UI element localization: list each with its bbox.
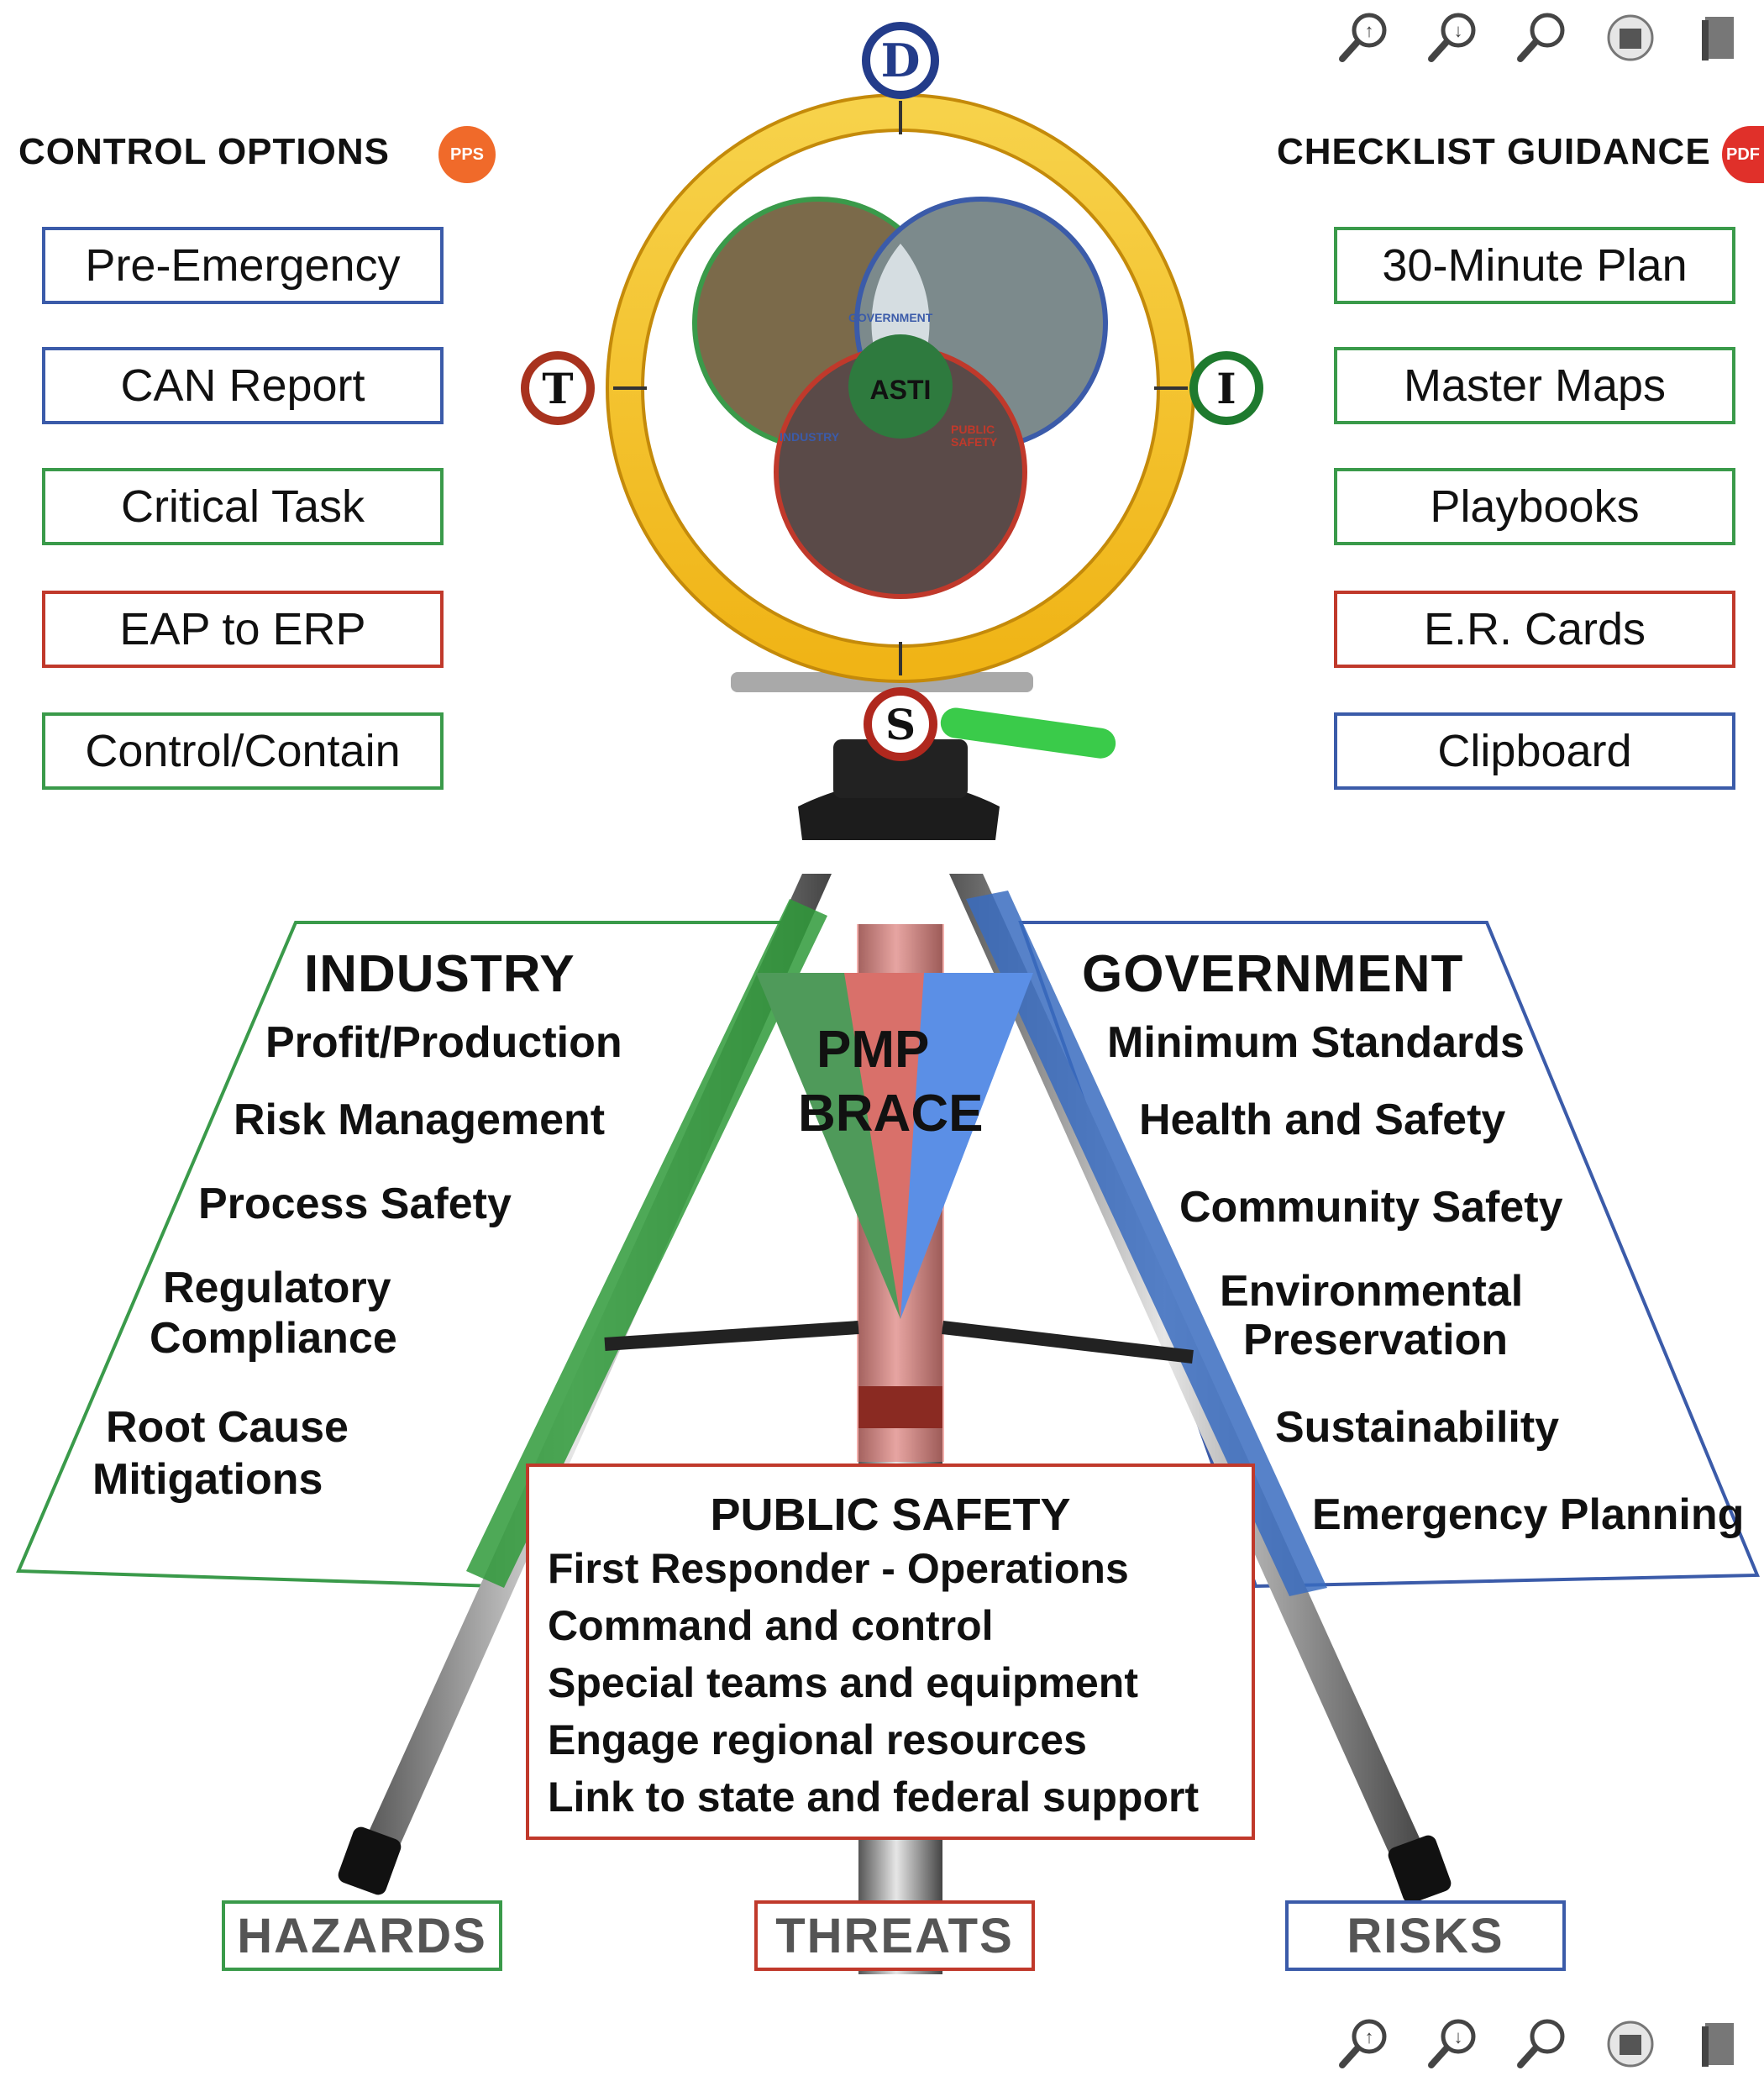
government-item-4: Environmental <box>1220 1267 1524 1316</box>
option-eap-to-erp[interactable]: EAP to ERP <box>42 591 444 668</box>
government-item-2: Health and Safety <box>1139 1096 1506 1144</box>
public-safety-line-2: Command and control <box>548 1602 994 1649</box>
pps-badge[interactable]: PPS <box>438 126 496 183</box>
public-safety-line-4: Engage regional resources <box>548 1716 1087 1763</box>
hazards-button[interactable]: HAZARDS <box>222 1900 502 1971</box>
pin-i[interactable]: I <box>1189 351 1263 425</box>
government-title: GOVERNMENT <box>1082 945 1464 1003</box>
industry-item-2: Risk Management <box>234 1096 606 1144</box>
zoom-in-icon[interactable]: ↑ <box>1336 10 1391 66</box>
government-item-1: Minimum Standards <box>1107 1018 1525 1067</box>
industry-item-6: Root Cause <box>106 1403 349 1452</box>
print-icon[interactable] <box>1603 2016 1658 2072</box>
threats-button[interactable]: THREATS <box>754 1900 1035 1971</box>
book-icon[interactable] <box>1692 10 1747 66</box>
pin-t[interactable]: T <box>521 351 595 425</box>
checklist-er-cards[interactable]: E.R. Cards <box>1334 591 1735 668</box>
public-safety-line-3: Special teams and equipment <box>548 1659 1138 1706</box>
government-item-7: Emergency Planning <box>1312 1490 1745 1539</box>
option-control-contain[interactable]: Control/Contain <box>42 712 444 790</box>
venn-industry-label: INDUSTRY <box>780 430 840 444</box>
venn-government-label: GOVERNMENT <box>848 311 933 324</box>
brace-label: BRACE <box>798 1085 984 1143</box>
checklist-master-maps[interactable]: Master Maps <box>1334 347 1735 424</box>
public-safety-title: PUBLIC SAFETY <box>710 1490 1071 1540</box>
government-item-6: Sustainability <box>1275 1403 1560 1452</box>
pin-t-label: T <box>542 363 574 413</box>
government-item-3: Community Safety <box>1179 1183 1563 1232</box>
svg-text:↓: ↓ <box>1454 2026 1463 2047</box>
checklist-30-minute-plan[interactable]: 30-Minute Plan <box>1334 227 1735 304</box>
svg-text:↓: ↓ <box>1454 20 1463 41</box>
industry-item-1: Profit/Production <box>265 1018 622 1067</box>
checklist-playbooks[interactable]: Playbooks <box>1334 468 1735 545</box>
industry-title: INDUSTRY <box>304 945 575 1003</box>
zoom-in-icon[interactable]: ↑ <box>1336 2016 1391 2072</box>
option-critical-task[interactable]: Critical Task <box>42 468 444 545</box>
venn-public-safety-label: PUBLIC SAFETY <box>951 423 998 449</box>
pin-s-label: S <box>885 699 916 749</box>
pin-d[interactable]: D <box>862 22 939 99</box>
industry-item-7: Mitigations <box>92 1455 323 1504</box>
print-icon[interactable] <box>1603 10 1658 66</box>
control-options-heading: CONTROL OPTIONS <box>18 131 390 172</box>
svg-text:↑: ↑ <box>1365 20 1374 41</box>
magnifier-icon[interactable] <box>1514 2016 1569 2072</box>
government-item-5: Preservation <box>1243 1316 1509 1364</box>
magnifier-icon[interactable] <box>1514 10 1569 66</box>
toolbar-top: ↑ ↓ <box>1336 10 1747 66</box>
pin-s[interactable]: S <box>864 687 937 761</box>
public-safety-line-5: Link to state and federal support <box>548 1774 1200 1821</box>
option-can-report[interactable]: CAN Report <box>42 347 444 424</box>
book-icon[interactable] <box>1692 2016 1747 2072</box>
pin-i-label: I <box>1216 363 1236 413</box>
option-pre-emergency[interactable]: Pre-Emergency <box>42 227 444 304</box>
svg-text:↑: ↑ <box>1365 2026 1374 2047</box>
industry-item-3: Process Safety <box>198 1180 512 1228</box>
risks-button[interactable]: RISKS <box>1285 1900 1566 1971</box>
public-safety-box: PUBLIC SAFETY First Responder - Operatio… <box>526 1464 1255 1840</box>
asti-logo: ASTI <box>869 375 932 405</box>
industry-item-4: Regulatory <box>163 1264 391 1312</box>
toolbar-bottom: ↑ ↓ <box>1336 2016 1747 2072</box>
zoom-out-icon[interactable]: ↓ <box>1425 2016 1480 2072</box>
public-safety-line-1: First Responder - Operations <box>548 1545 1129 1592</box>
pdf-badge[interactable]: PDF <box>1722 126 1764 183</box>
pmp-label: PMP <box>816 1021 930 1079</box>
zoom-out-icon[interactable]: ↓ <box>1425 10 1480 66</box>
checklist-clipboard[interactable]: Clipboard <box>1334 712 1735 790</box>
pin-d-label: D <box>880 34 921 87</box>
checklist-guidance-heading: CHECKLIST GUIDANCE <box>1277 131 1711 172</box>
industry-item-5: Compliance <box>150 1314 397 1363</box>
